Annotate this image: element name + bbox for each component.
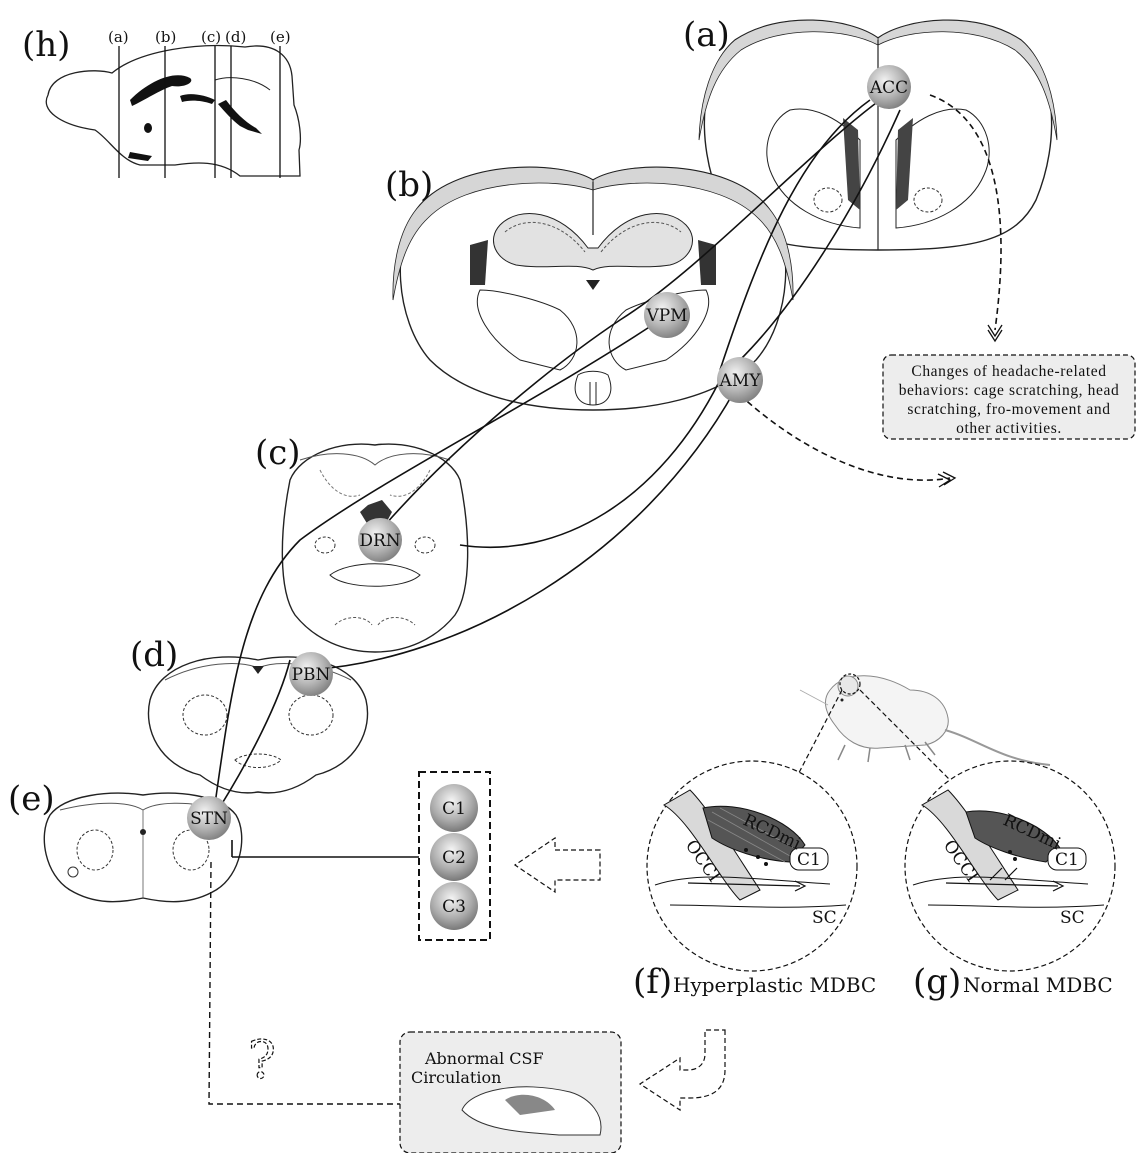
- node-acc-label: ACC: [869, 78, 908, 98]
- left-dashed-arrow: [515, 838, 600, 892]
- inset-f-sc-label: SC: [812, 908, 837, 928]
- panel-letter-c: (c): [255, 433, 301, 473]
- behavior-note-box: Changes of headache-related behaviors: c…: [883, 355, 1135, 439]
- panel-letter-h: (h): [22, 25, 70, 65]
- csf-box: Abnormal CSF Circulation: [400, 1032, 621, 1153]
- inset-g-sc-label: SC: [1060, 908, 1085, 928]
- section-mark-d: (d): [225, 28, 246, 46]
- section-mark-a: (a): [108, 28, 129, 46]
- csf-box-line-2: Circulation: [411, 1068, 501, 1087]
- behavior-note-line-4: other activities.: [956, 420, 1062, 437]
- inset-f-hyperplastic: OCCI RCDmi C1 SC: [647, 761, 857, 971]
- inset-g-letter: (g): [913, 962, 961, 1002]
- csf-dashed-path: [209, 862, 400, 1104]
- node-vpm: VPM: [644, 292, 690, 338]
- node-drn-label: DRN: [359, 531, 400, 551]
- node-amy-label: AMY: [719, 371, 762, 391]
- behavior-note-line-2: behaviors: cage scratching, head: [899, 382, 1120, 399]
- node-pbn: PBN: [289, 652, 333, 696]
- node-c1-label: C1: [442, 799, 466, 819]
- node-acc: ACC: [867, 65, 911, 109]
- node-pbn-label: PBN: [292, 665, 331, 685]
- inset-f-caption: Hyperplastic MDBC: [673, 973, 876, 997]
- inset-f-letter: (f): [633, 962, 672, 1002]
- node-stn: STN: [187, 796, 231, 840]
- inset-g-caption: Normal MDBC: [963, 973, 1113, 997]
- section-mark-b: (b): [155, 28, 176, 46]
- section-mark-e: (e): [270, 28, 291, 46]
- inset-g-c1-label: C1: [1055, 850, 1079, 870]
- panel-letter-a: (a): [683, 15, 730, 55]
- mouse-illustration: [800, 674, 1050, 765]
- panel-letter-b: (b): [385, 165, 433, 205]
- hook-dashed-arrow: [640, 1030, 725, 1110]
- inset-g-normal: OCCI RCDmi C1 SC: [905, 761, 1115, 971]
- node-stn-label: STN: [190, 809, 228, 829]
- behavior-note-line-3: scratching, fro-movement and: [907, 401, 1110, 418]
- node-drn: DRN: [358, 518, 402, 562]
- section-mark-c: (c): [201, 28, 221, 46]
- node-amy: AMY: [717, 357, 763, 403]
- panel-letter-e: (e): [8, 779, 55, 819]
- inset-f-c1-label: C1: [797, 850, 821, 870]
- sagittal-overview: [46, 46, 300, 178]
- node-c3-label: C3: [442, 897, 466, 917]
- node-c2-label: C2: [442, 848, 466, 868]
- question-mark: ?: [248, 1031, 276, 1091]
- csf-box-line-1: Abnormal CSF: [424, 1049, 544, 1068]
- node-vpm-label: VPM: [645, 306, 687, 326]
- panel-letter-d: (d): [130, 635, 178, 675]
- behavior-note-line-1: Changes of headache-related: [911, 363, 1106, 380]
- section-d-coronal: [148, 657, 367, 793]
- cervical-nodes-box: C1 C2 C3: [232, 772, 490, 940]
